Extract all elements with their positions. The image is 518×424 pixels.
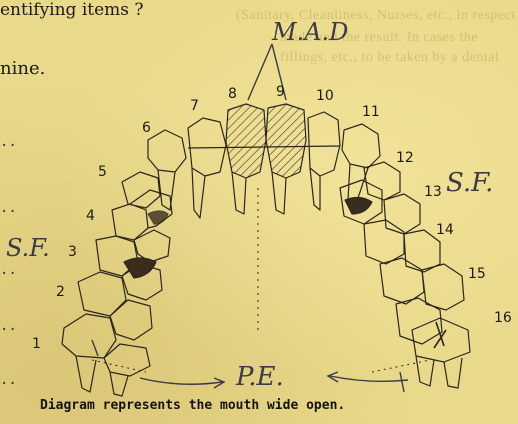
tooth-number: 10: [316, 88, 334, 104]
tooth-number: 13: [424, 184, 442, 200]
annotation-mad: M.A.D: [272, 18, 348, 46]
tooth-number: 12: [396, 150, 414, 166]
tooth-number: 14: [436, 222, 454, 238]
tooth-number: 11: [362, 104, 380, 120]
tooth-number: 4: [86, 208, 95, 224]
tooth-number: 8: [228, 86, 237, 102]
tooth-1: [62, 314, 116, 358]
tooth-2: [78, 272, 126, 316]
tooth-number: 9: [276, 84, 285, 100]
tooth-11: [342, 124, 380, 168]
tooth-number: 7: [190, 98, 199, 114]
tooth-number: 1: [32, 336, 41, 352]
tooth-number: 5: [98, 164, 107, 180]
tooth-number: 3: [68, 244, 77, 260]
tooth-number: 6: [142, 120, 151, 136]
tooth-5: [122, 172, 160, 208]
tooth-10: [308, 112, 340, 176]
tooth-15: [380, 258, 424, 304]
tooth-number: 16: [494, 310, 512, 326]
annotation-sf-right: S.F.: [446, 168, 493, 198]
tooth-6: [148, 130, 186, 172]
tooth-number: 2: [56, 284, 65, 300]
diagram-caption: Diagram represents the mouth wide open.: [40, 398, 345, 413]
tooth-9: [266, 104, 306, 178]
annotation-sf-left: S.F.: [6, 234, 50, 262]
tooth-number: 15: [468, 266, 486, 282]
tooth-14: [364, 220, 404, 264]
tooth-8: [226, 104, 266, 178]
annotation-pe: P.E.: [236, 362, 284, 392]
tooth-4: [112, 204, 148, 240]
